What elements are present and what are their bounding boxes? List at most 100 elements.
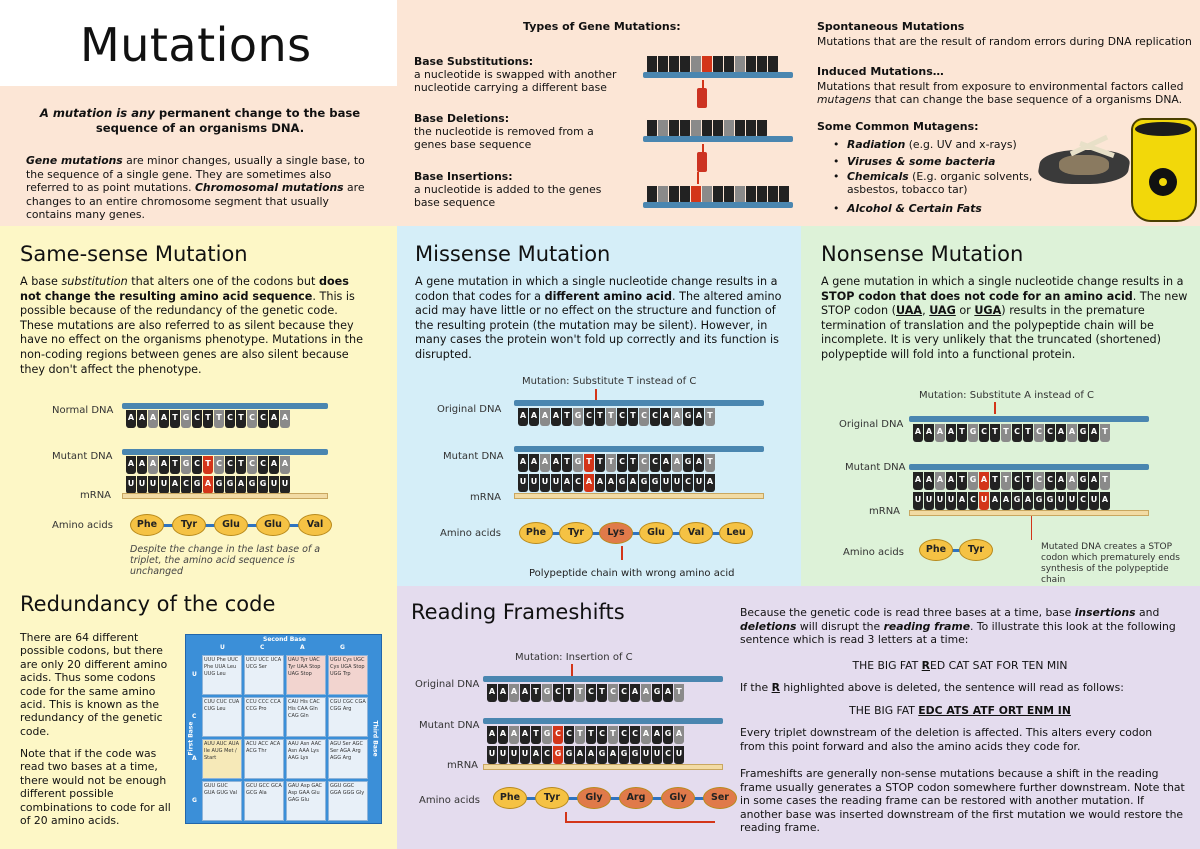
same-sense-caption: Despite the change in the last base of a… [130,544,321,577]
type-deletion: Base Deletions: the nucleotide is remove… [414,112,604,151]
nucleotide-base: T [584,454,594,472]
nucleotide-base: A [672,408,682,426]
frameshift-paragraph-3: Every triplet downstream of the deletion… [740,726,1153,753]
fs-p2c: highlighted above is deleted, the senten… [779,681,1124,694]
substitution-diagram [647,56,778,74]
nonsense-t3: . The new STOP codon ( [821,289,1188,318]
original-dna-rail [909,416,1149,422]
amino-acid-bead: Phe [519,522,553,544]
nucleotide-base: G [968,424,978,442]
normal-dna-rail [122,403,328,409]
nucleotide-base: C [247,456,257,474]
nucleotide-base: U [148,476,158,494]
nucleotide-base: A [924,472,934,490]
nucleotide-base: C [1012,472,1022,490]
nucleotide-base: A [203,476,213,494]
nucleotide-base: A [606,474,616,492]
codon-cell: AAU Asn AAC Asn AAA Lys AAG Lys [286,739,326,779]
nucleotide-base: G [542,726,552,744]
nucleotide-base: G [683,454,693,472]
nucleotide-base: C [258,410,268,428]
nucleotide-base: U [694,474,704,492]
nucleotide-base: C [979,424,989,442]
frameshift-paragraph-2: If the R highlighted above is deleted, t… [740,681,1180,696]
mrna-label: mRNA [869,506,901,517]
nucleotide-base: G [968,472,978,490]
nonsense-arrow [994,402,996,414]
sentence2-highlight: EDC ATS ATF ORT ENM IN [918,704,1071,717]
nucleotide-base: A [1023,492,1033,510]
nucleotide-base: T [575,684,585,702]
missense-text: A gene mutation in which a single nucleo… [415,275,787,363]
nucleotide-base: A [520,684,530,702]
codon-table-first-base: First Base [187,721,195,756]
nucleotide-base: U [913,492,923,510]
nucleotide-base: A [518,454,528,472]
nucleotide-base: A [531,746,541,764]
spontaneous-text: Mutations that are the result of random … [817,35,1192,48]
nucleotide-base: G [650,474,660,492]
frameshift-sentence-1: THE BIG FAT RED CAT SAT FOR TEN MIN [740,659,1180,674]
same-sense-heading: Same-sense Mutation [20,242,248,266]
nucleotide-base: T [628,454,638,472]
mutant-dna-rail [514,446,764,452]
deletion-arrow [702,144,704,154]
redundancy-paragraph-2: Note that if the code was read two bases… [20,747,171,828]
nucleotide-base: C [619,684,629,702]
substitution-rail [643,72,793,78]
nucleotide-base: T [236,456,246,474]
nucleotide-base: A [935,472,945,490]
amino-acid-bead: Tyr [535,787,569,809]
amino-acids-label: Amino acids [419,795,480,806]
nucleotide-base: A [630,684,640,702]
nucleotide-base: T [531,726,541,744]
nucleotide-base: T [586,726,596,744]
amino-acid-bead: Lys [599,522,633,544]
mutation-definition: A mutation is any permanent change to th… [30,106,370,135]
amino-acid-bead: Leu [719,522,753,544]
induced-text-b: that can change the base sequence of a o… [871,93,1183,106]
nonsense-caption: Mutated DNA creates a STOP codon which p… [1041,542,1180,585]
amino-acid-bead: Tyr [959,539,993,561]
nucleotide-base: G [1078,424,1088,442]
nucleotide-base: C [584,408,594,426]
nucleotide-base: C [225,456,235,474]
codon-cell: UUU Phe UUC Phe UUA Leu UUG Leu [202,655,242,695]
nucleotide-base: T [1023,472,1033,490]
fs-reading-frame: reading frame [883,619,971,633]
nucleotide-base: A [1067,424,1077,442]
nucleotide-base: T [1023,424,1033,442]
nucleotide-base: C [1034,424,1044,442]
redundancy-paragraph-1: There are 64 different possible codons, … [20,631,168,738]
nucleotide-base: A [551,408,561,426]
nucleotide-base: C [573,474,583,492]
missense-t1: A gene mutation in which a single nucleo… [415,275,778,303]
amino-acid-bead: Ser [703,787,737,809]
amino-acid-bead: Val [298,514,332,536]
gene-mutations-desc: are minor changes, usually a single base… [26,154,365,195]
insertion-rail [643,202,793,208]
nucleotide-base: C [639,408,649,426]
fs-p1e: will disrupt the [796,619,884,633]
fs-p2a: If the [740,681,772,694]
nucleotide-base: C [247,410,257,428]
nucleotide-base: A [990,492,1000,510]
nucleotide-base: G [1012,492,1022,510]
nucleotide-base: U [509,746,519,764]
nucleotide-base: A [628,474,638,492]
nucleotide-base: C [553,684,563,702]
amino-acid-bead: Gly [577,787,611,809]
mutant-dna-rail [909,464,1149,470]
nucleotide-base: A [575,746,585,764]
nucleotide-base: A [159,410,169,428]
title-panel: Mutations [0,0,393,86]
nucleotide-base: A [595,474,605,492]
nucleotide-base: A [705,474,715,492]
codon-cell: GCU GCC GCA GCG Ala [244,781,284,821]
nucleotide-base: G [192,476,202,494]
mutant-dna-label: Mutant DNA [419,720,480,731]
deletion-rail [643,136,793,142]
insertion-arrow [697,172,699,184]
